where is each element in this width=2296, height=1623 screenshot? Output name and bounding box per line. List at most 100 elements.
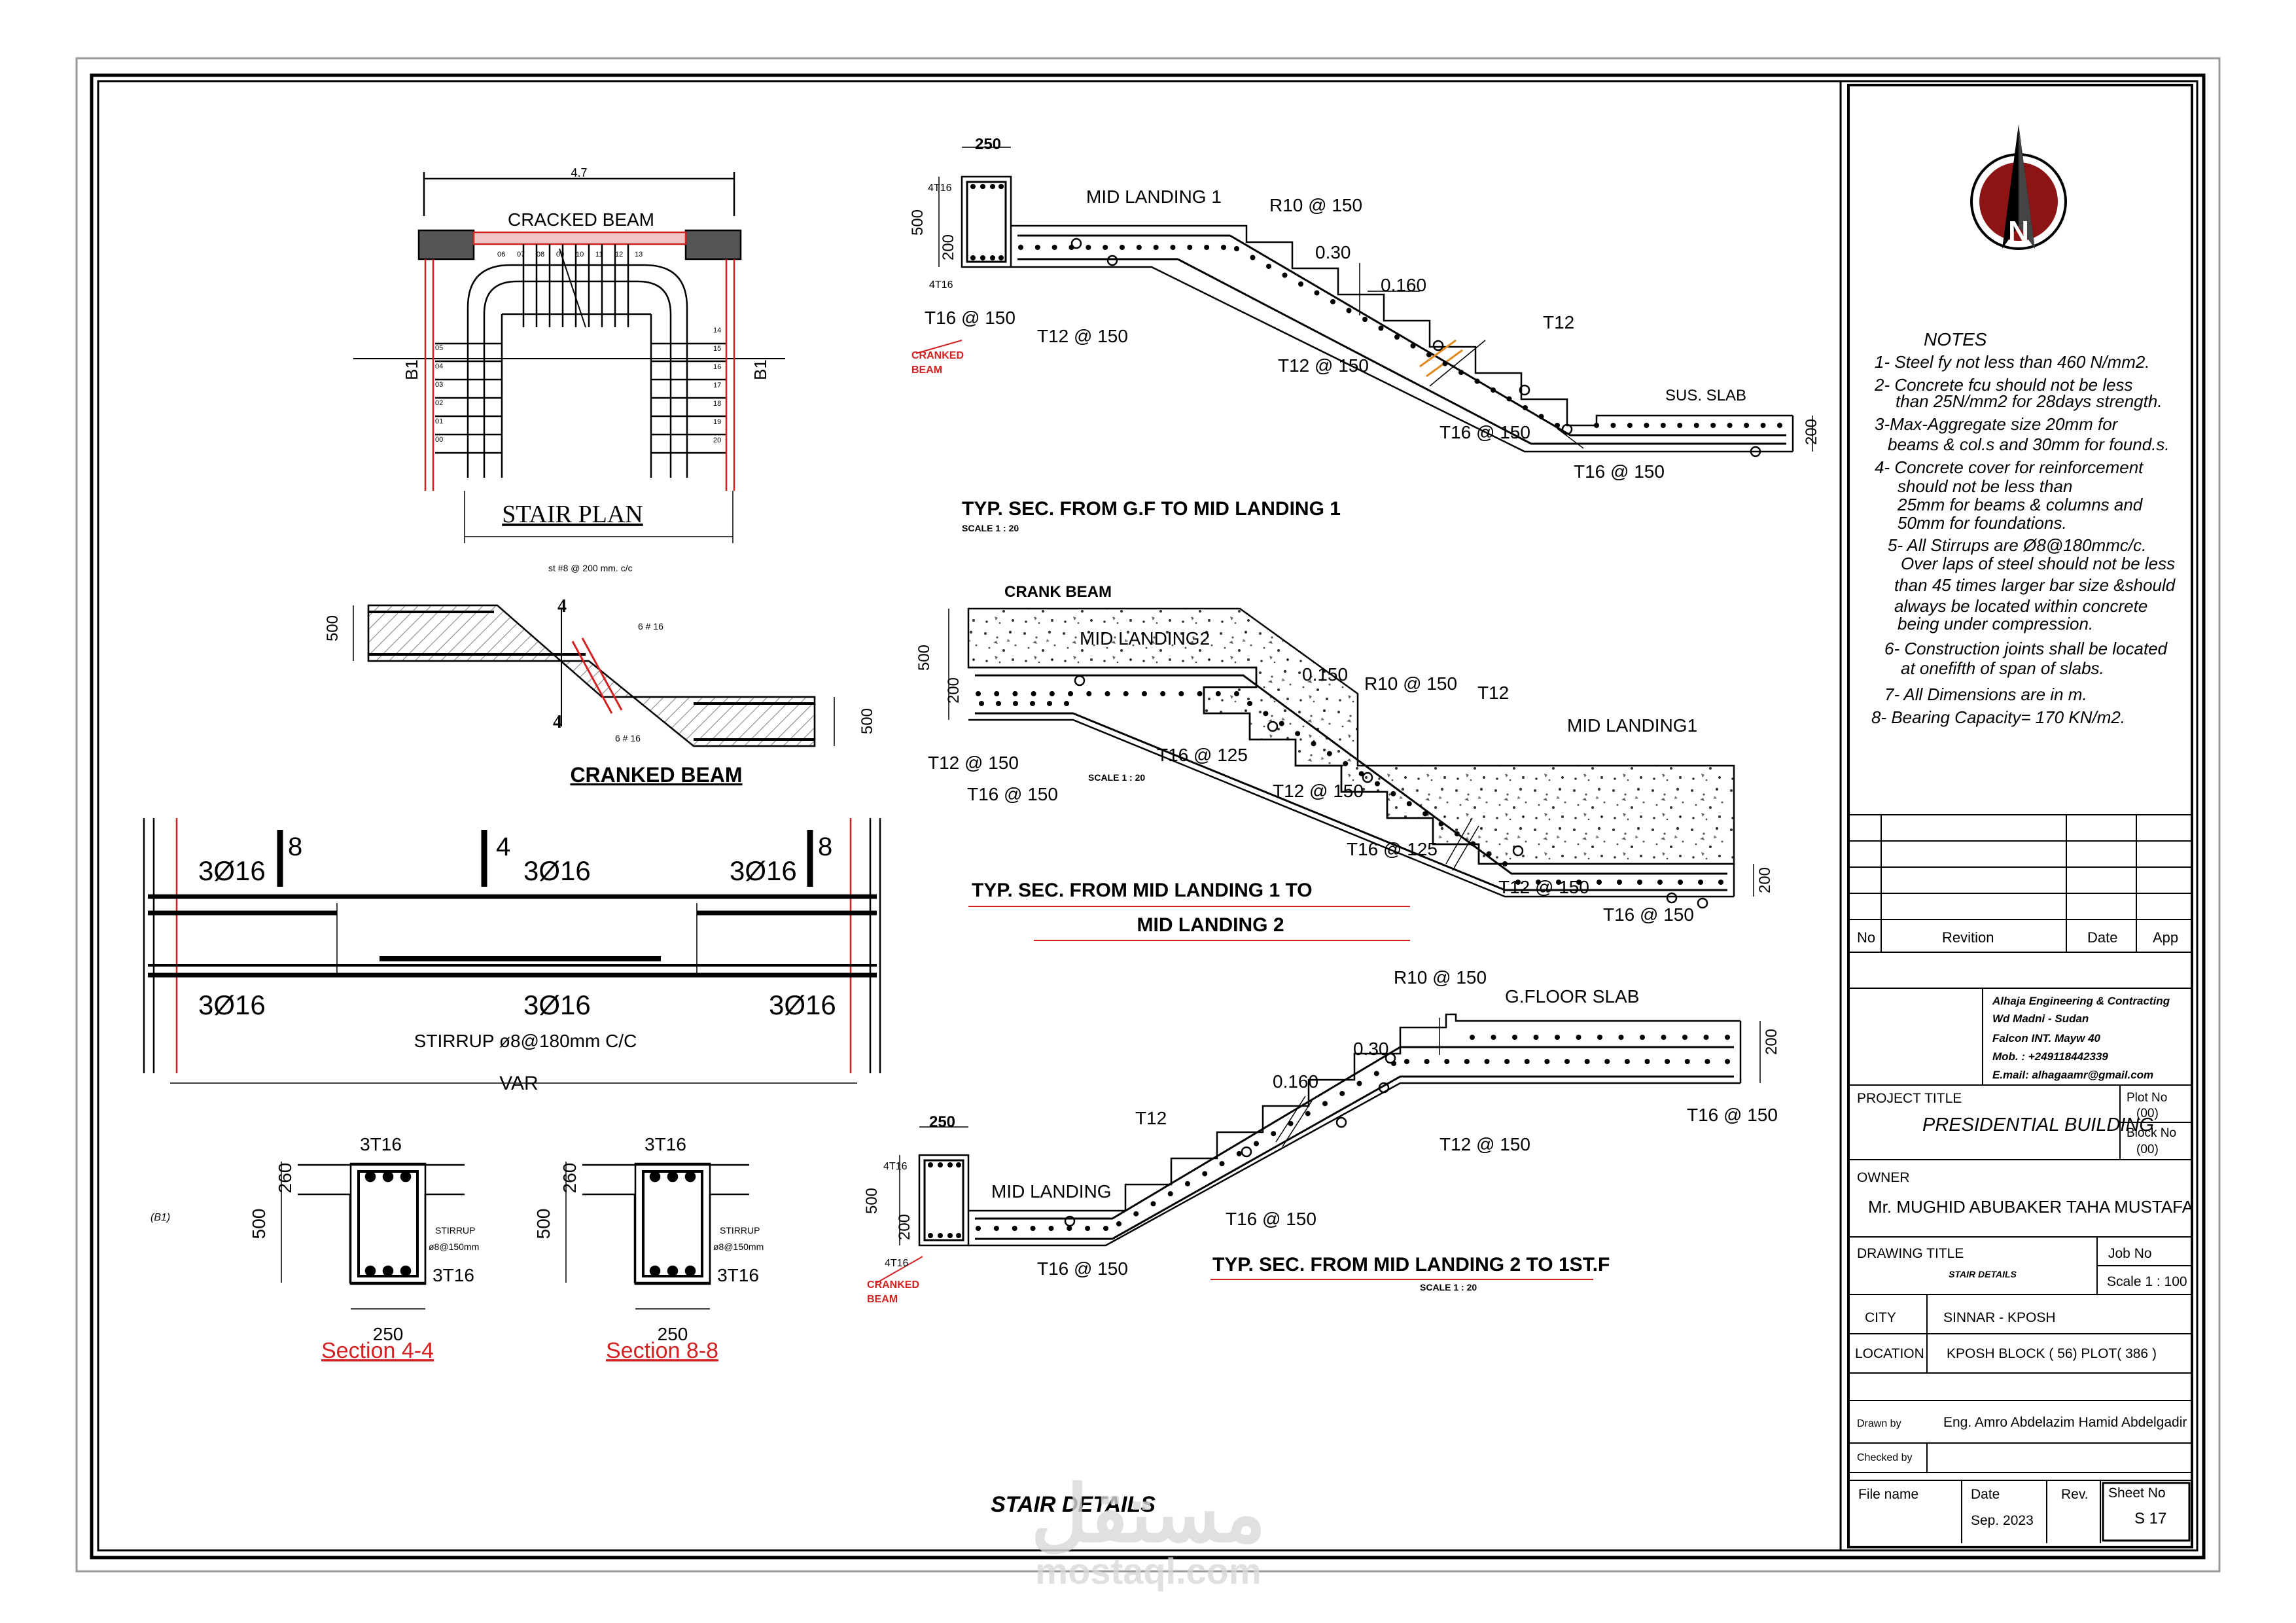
north-letter: N	[2008, 215, 2029, 247]
rebar-dot	[1263, 711, 1269, 717]
rebar-dot	[1051, 245, 1057, 250]
rebar-dot	[1422, 811, 1428, 817]
sec2-slab-right: 200	[1756, 867, 1774, 893]
sec1-cranked-1: CRANKED	[911, 350, 964, 361]
cranked-section-mark-bottom: 4	[553, 712, 562, 732]
rebar-dot	[1444, 1059, 1450, 1064]
rebar-dot	[998, 184, 1004, 189]
note-line: at onefifth of span of slabs.	[1901, 658, 2104, 678]
sec2-t12-c: T12 @ 150	[1498, 877, 1589, 897]
location-value: KPOSH BLOCK ( 56) PLOT( 386 )	[1947, 1346, 2157, 1361]
rebar-dot	[1120, 245, 1125, 250]
rebar-dot	[1617, 880, 1622, 885]
rebar-dot	[1533, 1035, 1539, 1040]
rebar-dot	[956, 1162, 961, 1168]
rebar-dot	[1123, 691, 1129, 696]
sec3-t16-a: T16 @ 150	[1687, 1105, 1778, 1125]
rebar-dot	[1491, 1035, 1496, 1040]
plan-width-dim: 4.7	[571, 166, 587, 179]
sec2-depth: 500	[915, 645, 933, 671]
plan-step-number: 15	[713, 345, 721, 353]
rebar-dot	[1474, 378, 1480, 384]
rebar-dot	[1116, 1221, 1122, 1226]
rebar-dot	[1678, 880, 1683, 885]
sec2-mid-landing1: MID LANDING1	[1567, 715, 1697, 736]
plan-step-number: 18	[713, 400, 721, 408]
drawn-by-label: Drawn by	[1857, 1418, 1901, 1429]
sec3-cranked-2: BEAM	[867, 1294, 898, 1305]
rebar-dot	[1133, 1211, 1139, 1217]
stair-section-1	[915, 147, 1813, 457]
cranked-beam-title: CRANKED BEAM	[570, 763, 742, 787]
rebar-dot	[1438, 821, 1444, 827]
sec1-slab-right: 200	[1803, 419, 1820, 445]
cranked-beam-labels: st #8 @ 200 mm. c/c 6 # 16 6 # 16 500 50…	[324, 563, 876, 787]
bottom-mid-bars: 3Ø16	[523, 990, 591, 1020]
rebar-dot	[1271, 1131, 1277, 1137]
rebar-dot	[1661, 1035, 1667, 1040]
sec3-title: TYP. SEC. FROM MID LANDING 2 TO 1ST.F	[1212, 1254, 1610, 1275]
rebar-dot	[1282, 272, 1288, 278]
plan-step-number: 09	[556, 251, 564, 259]
rebar-dot	[1197, 691, 1203, 696]
top-right-bars: 3Ø16	[730, 855, 797, 886]
rebar-dot	[976, 1226, 981, 1231]
plan-step-number: 03	[435, 381, 443, 389]
sec1-slab: 200	[940, 234, 957, 260]
sec3-beam-width: 250	[929, 1113, 955, 1131]
note-line: should not be less than	[1898, 476, 2072, 496]
rebar-dot	[1104, 691, 1110, 696]
sec2-riser: 0.150	[1302, 664, 1348, 685]
rebar-dot	[1644, 1059, 1650, 1064]
rebar-dot	[1610, 423, 1616, 428]
rebar-dot	[1311, 741, 1316, 747]
sec1-rebar-dots	[970, 184, 1782, 428]
sec1-scale: SCALE 1 : 20	[962, 523, 1019, 533]
top-left-bars: 3Ø16	[198, 855, 266, 886]
rebar-dot	[1544, 1059, 1550, 1064]
rebar-dot	[976, 691, 981, 696]
rebar-dot	[1470, 1035, 1475, 1040]
north-arrow-icon: N	[1970, 124, 2067, 250]
sec1-t12-c: T12 @ 150	[1278, 355, 1369, 376]
rebar-dot	[1215, 691, 1221, 696]
rebar-dot	[1394, 334, 1400, 340]
rebar-dot	[1660, 423, 1666, 428]
sec1-t16-a: T16 @ 150	[925, 308, 1016, 328]
rebar-dot	[938, 1233, 943, 1238]
rebar-dot	[947, 1233, 953, 1238]
rebar-dot	[1725, 1035, 1730, 1040]
note-line: 50mm for foundations.	[1898, 513, 2067, 533]
rebar-dot	[1470, 841, 1476, 847]
rebar-dot	[1330, 299, 1335, 304]
rebar-dot	[1030, 701, 1035, 706]
rebar-dot	[1718, 880, 1723, 885]
s88-stirrup-label: STIRRUP	[720, 1225, 760, 1236]
plan-step-number: 06	[497, 251, 505, 259]
rebar-dot	[1665, 1059, 1670, 1064]
company-info: Alhaja Engineering & Contracting Wd Madn…	[1992, 995, 2170, 1081]
plan-step-number: 02	[435, 399, 443, 407]
rebar-dot	[1406, 801, 1412, 807]
rebar-dot	[1202, 1171, 1208, 1177]
rebar-dot	[1234, 691, 1239, 696]
rebar-dot	[1454, 831, 1460, 837]
rebar-dot	[1170, 245, 1176, 250]
rebar-dot	[1504, 1059, 1510, 1064]
sec3-t12-a: T12 @ 150	[1439, 1134, 1530, 1154]
rebar-dot	[928, 1162, 933, 1168]
rebar-dot	[1710, 423, 1716, 428]
sec3-cranked-1: CRANKED	[867, 1279, 919, 1291]
sec2-scale: SCALE 1 : 20	[1088, 772, 1145, 783]
rebar-dot	[1219, 1161, 1225, 1167]
block-no: (00)	[2136, 1143, 2159, 1156]
sec1-r10: R10 @ 150	[1269, 195, 1362, 215]
s44-bottom-bars: 3T16	[433, 1265, 474, 1285]
s88-slab: 260	[559, 1163, 580, 1194]
company-address-1: Wd Madni - Sudan	[1992, 1012, 2089, 1025]
rebar-dot	[1725, 1059, 1730, 1064]
beam-elevation	[143, 818, 881, 1084]
rebar-dot	[1018, 245, 1023, 250]
rebar-dot	[1555, 423, 1560, 428]
sec3-beam-depth: 500	[863, 1188, 881, 1214]
